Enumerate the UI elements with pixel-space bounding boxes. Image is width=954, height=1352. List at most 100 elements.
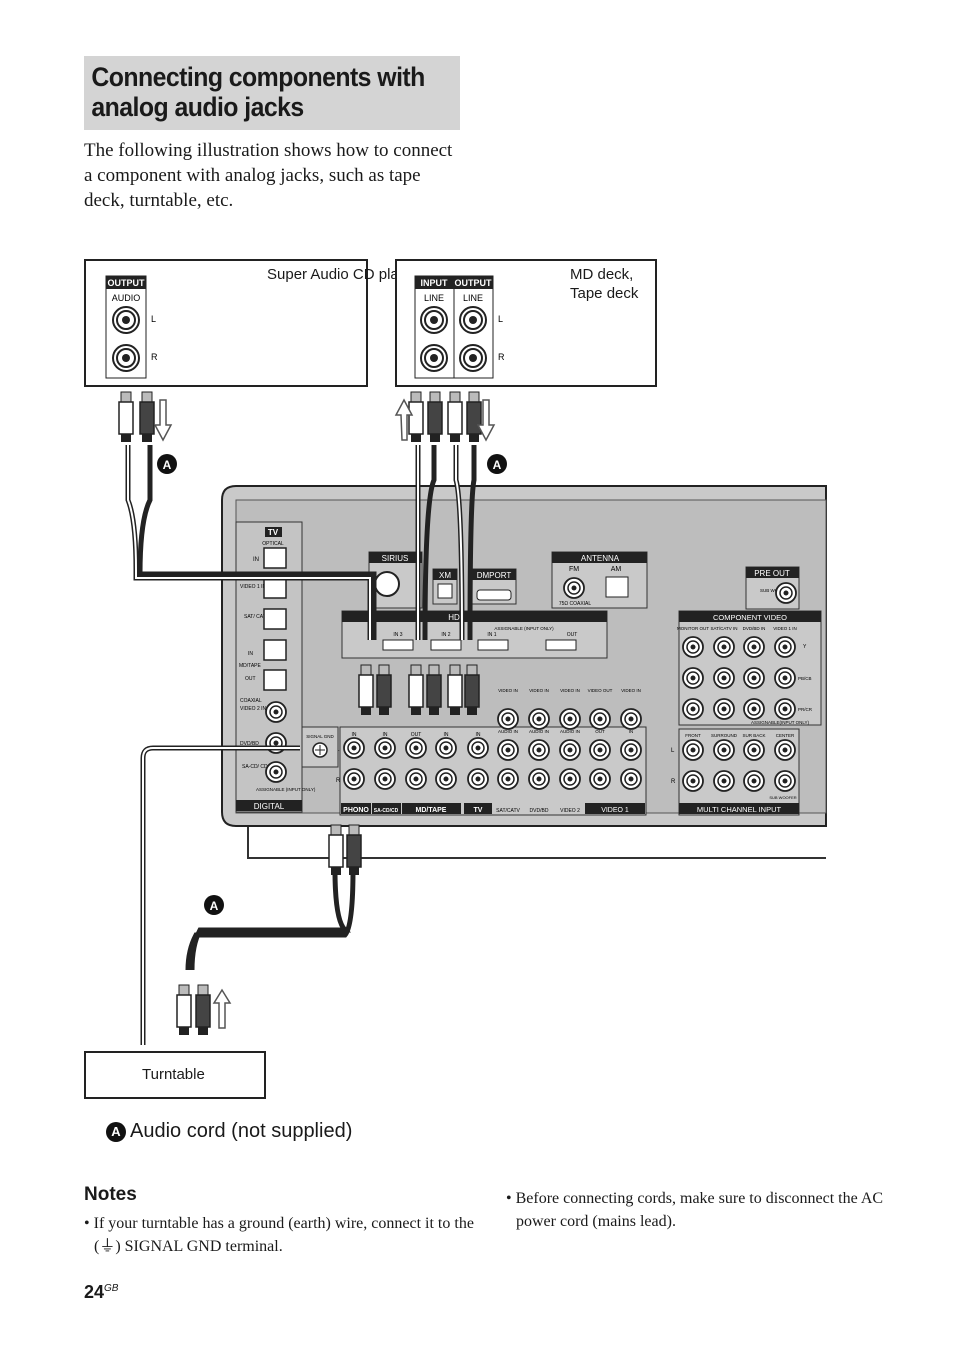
cd-audio-label: AUDIO bbox=[112, 293, 141, 303]
video2-label: VIDEO 2 bbox=[560, 808, 580, 814]
section-title: Connecting components with analog audio … bbox=[91, 62, 425, 122]
coax75-label: 75Ω COAXIAL bbox=[559, 601, 592, 607]
hdmi-out-port[interactable] bbox=[545, 639, 577, 651]
xm-jack[interactable] bbox=[437, 583, 453, 599]
dmport-jack[interactable] bbox=[476, 589, 512, 601]
coaxial-label: COAXIAL bbox=[240, 698, 262, 704]
cd-output-label: OUTPUT bbox=[108, 278, 146, 288]
cd-jack-l[interactable] bbox=[112, 306, 140, 334]
hdmi-out-label: OUT bbox=[567, 632, 578, 638]
legend: A Audio cord (not supplied) bbox=[106, 1120, 352, 1143]
video1-optical-label: VIDEO 1 IN bbox=[240, 584, 267, 590]
preout-subwoofer-jack[interactable] bbox=[775, 582, 797, 604]
md-l-label: L bbox=[498, 314, 503, 324]
am-antenna-terminal[interactable] bbox=[605, 576, 629, 598]
cv-pr-label: PR/CR bbox=[798, 707, 813, 712]
mci-l-label: L bbox=[671, 748, 675, 754]
md-output-label: OUTPUT bbox=[455, 278, 493, 288]
callout-badges: A A A bbox=[157, 454, 507, 915]
md-out-label: OUT bbox=[411, 732, 422, 738]
md-out-jack-r[interactable] bbox=[459, 344, 487, 372]
mci-front-label: FRONT bbox=[685, 733, 701, 738]
digital-label: DIGITAL bbox=[254, 802, 285, 811]
md-out-jack-l[interactable] bbox=[459, 306, 487, 334]
cd-r-label: R bbox=[151, 352, 158, 362]
video2-coax-label: VIDEO 2 IN bbox=[240, 706, 267, 712]
fm-antenna-jack[interactable] bbox=[563, 577, 585, 599]
md-in-jack-l[interactable] bbox=[420, 306, 448, 334]
pre-out-label: PRE OUT bbox=[754, 569, 790, 578]
sirius-jack[interactable] bbox=[374, 571, 400, 597]
cd-jack-r[interactable] bbox=[112, 344, 140, 372]
sirius-label: SIRIUS bbox=[382, 554, 409, 563]
md-r-label: R bbox=[498, 352, 505, 362]
cd-l-label: L bbox=[151, 314, 156, 324]
page-suffix: GB bbox=[104, 1283, 119, 1294]
phono-in-label: IN bbox=[352, 732, 357, 738]
cv-y-label: Y bbox=[803, 644, 807, 650]
badge-a-2: A bbox=[493, 458, 502, 472]
optical-md-in[interactable] bbox=[263, 639, 287, 661]
video1-video-out-label: VIDEO OUT bbox=[588, 688, 613, 693]
optical-in-label: IN bbox=[253, 557, 259, 563]
optical-md-out[interactable] bbox=[263, 669, 287, 691]
sacd-coax-label: SA-CD/ CD IN bbox=[242, 764, 274, 770]
hdmi-in3-port[interactable] bbox=[382, 639, 414, 651]
md-in-label: IN bbox=[444, 732, 449, 738]
dmport-label: DMPORT bbox=[477, 571, 512, 580]
am-label: AM bbox=[611, 566, 622, 573]
legend-badge: A bbox=[106, 1121, 126, 1142]
md-line-in-label: LINE bbox=[424, 293, 444, 303]
md-tape-label: MD/TAPE bbox=[416, 807, 447, 814]
md-in-jack-r[interactable] bbox=[420, 344, 448, 372]
optical-sat-in[interactable] bbox=[263, 608, 287, 630]
md-deck-label: MD deck, Tape deck bbox=[570, 266, 639, 302]
hdmi-in3-label: IN 3 bbox=[393, 632, 402, 638]
cd-output-panel: OUTPUT AUDIO L R bbox=[105, 275, 158, 379]
mci-center-label: CENTER bbox=[776, 733, 795, 738]
md-optical-in-label: IN bbox=[248, 651, 253, 657]
dvd-coax-label: DVD/BD bbox=[240, 741, 259, 747]
md-io-panel: INPUT OUTPUT LINE LINE L R bbox=[414, 275, 505, 379]
note-item-1: • If your turntable has a ground (earth)… bbox=[84, 1215, 474, 1255]
cv-pb-label: PB/CB bbox=[798, 676, 812, 681]
turntable-label: Turntable bbox=[142, 1066, 205, 1083]
note-1-text: If your turntable has a ground (earth) w… bbox=[93, 1215, 474, 1255]
sat-label: SAT/CATV bbox=[496, 808, 520, 814]
video1-audio-out-label: OUT bbox=[595, 729, 605, 734]
page-number-value: 24 bbox=[84, 1282, 105, 1302]
coax-video2-in[interactable] bbox=[265, 701, 287, 723]
component-video-label: COMPONENT VIDEO bbox=[713, 613, 787, 622]
dvd-audio-in-label: AUDIO IN bbox=[529, 729, 549, 734]
cv-assignable-label: ASSIGNABLE(INPUT ONLY) bbox=[751, 720, 810, 725]
cord-highlights bbox=[127, 445, 463, 1045]
hdmi-assignable-label: ASSIGNABLE (INPUT ONLY) bbox=[494, 626, 554, 631]
md-line-out-label: LINE bbox=[463, 293, 483, 303]
hdmi-label: HD bbox=[448, 613, 460, 622]
hdmi-in1-port[interactable] bbox=[477, 639, 509, 651]
video1-audio-in-label: IN bbox=[629, 729, 634, 734]
tv-label: TV bbox=[474, 807, 483, 814]
coax-sacd-in[interactable] bbox=[265, 761, 287, 783]
multi-channel-label: MULTI CHANNEL INPUT bbox=[697, 805, 782, 814]
page-number: 24GB bbox=[84, 1282, 118, 1303]
sacd-label: SA-CD/CD bbox=[374, 808, 399, 814]
cv-dvd-label: DVD/BD IN bbox=[743, 626, 766, 631]
digital-tv-label: TV bbox=[268, 528, 279, 537]
fm-label: FM bbox=[569, 566, 579, 573]
section-title-box: Connecting components with analog audio … bbox=[84, 56, 460, 130]
mci-sub-label: SUB WOOFER bbox=[769, 795, 796, 800]
md-input-label: INPUT bbox=[421, 278, 449, 288]
hdmi-in1-label: IN 1 bbox=[487, 632, 496, 638]
md-optical-label: MD/TAPE bbox=[239, 663, 262, 669]
video1-video-in-label: VIDEO IN bbox=[621, 688, 641, 693]
optical-tv-in[interactable] bbox=[263, 547, 287, 569]
direction-arrows bbox=[153, 398, 496, 1029]
mci-surback-label: SUR BACK bbox=[742, 733, 765, 738]
legend-text: Audio cord (not supplied) bbox=[130, 1120, 353, 1142]
cv-sat-label: SAT/CATV IN bbox=[710, 626, 737, 631]
tv-in-label: IN bbox=[476, 732, 481, 738]
optical-video1-in[interactable] bbox=[263, 577, 287, 599]
phono-label: PHONO bbox=[343, 807, 369, 814]
hdmi-in2-port[interactable] bbox=[430, 639, 462, 651]
